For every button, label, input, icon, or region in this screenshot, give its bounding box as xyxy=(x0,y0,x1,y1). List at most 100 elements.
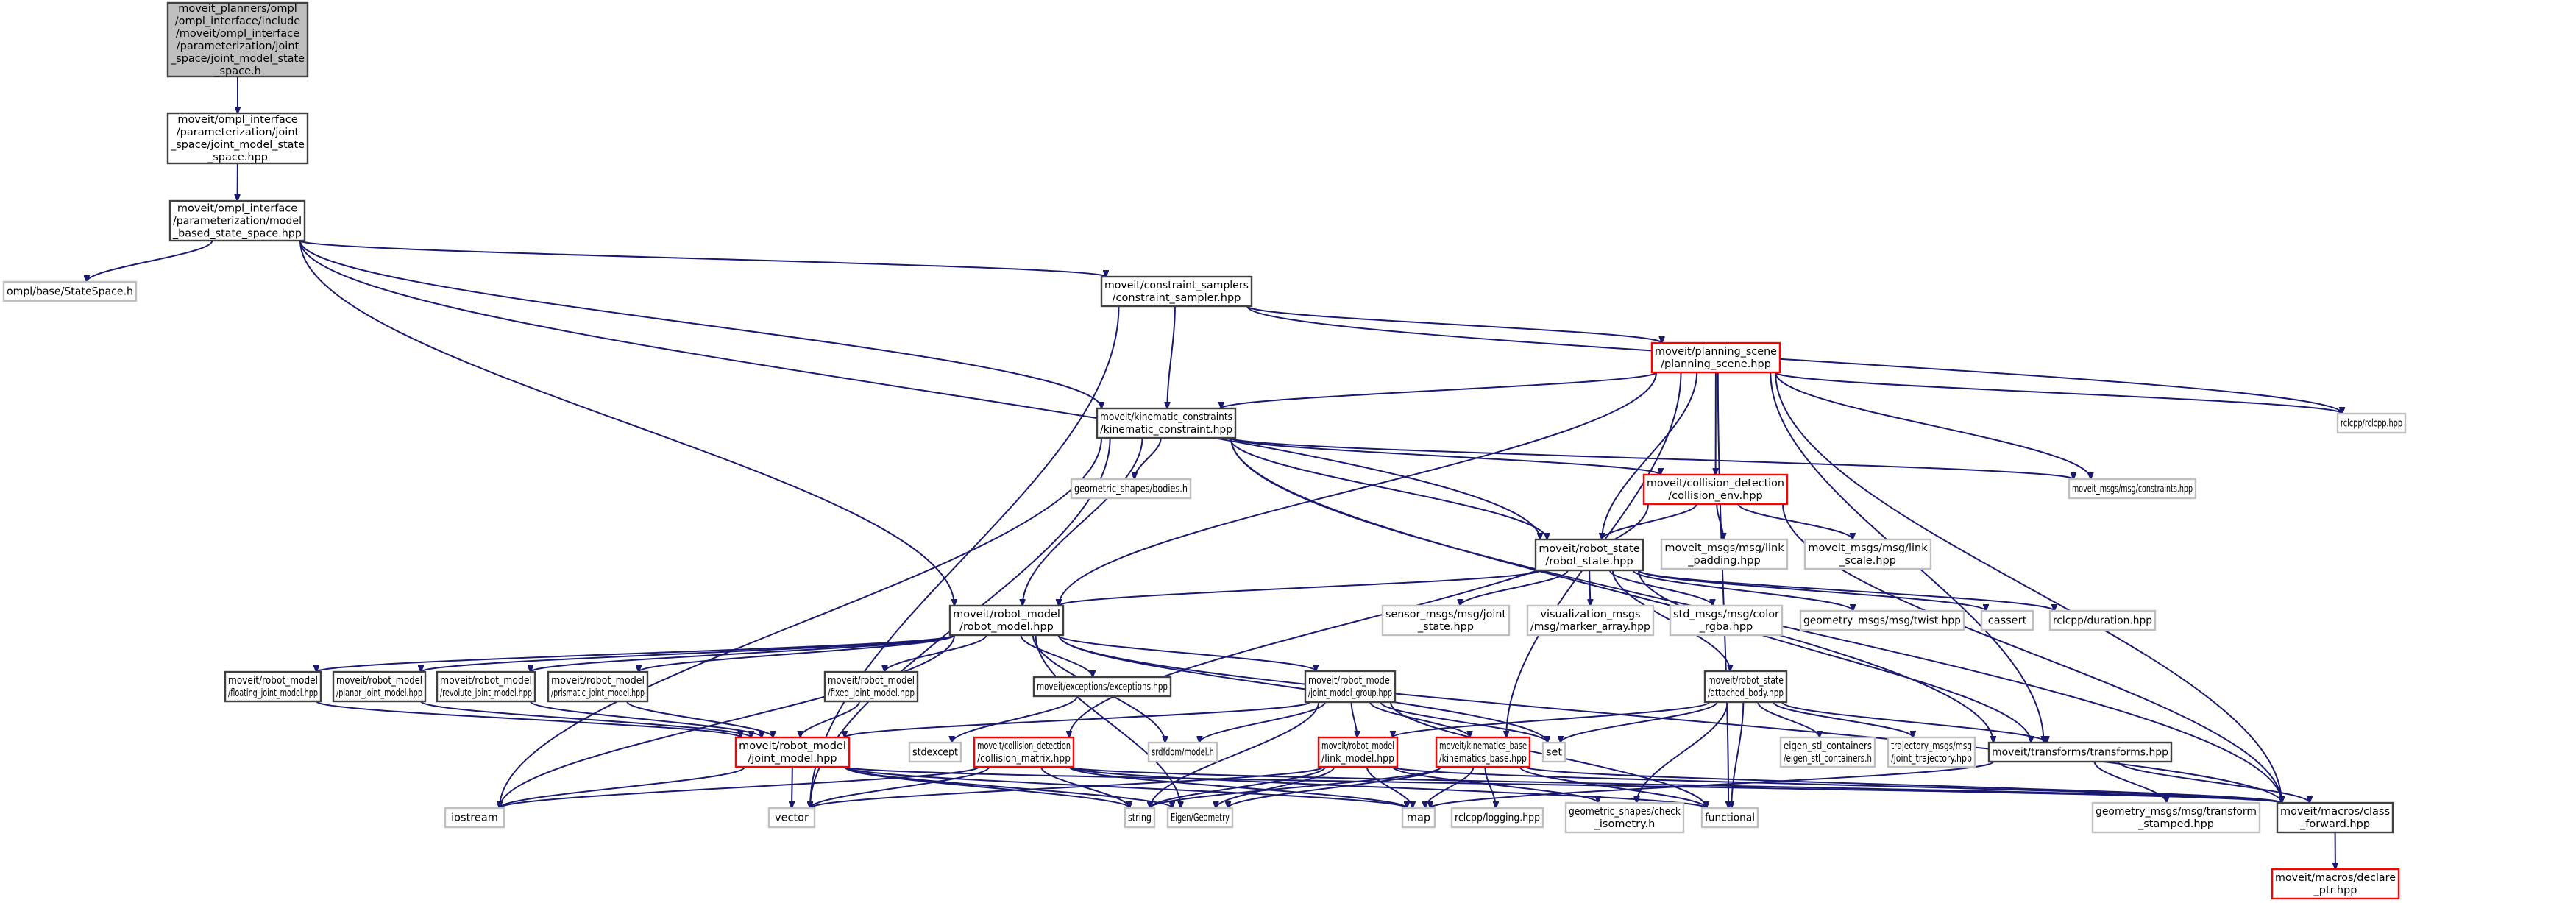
node-box[interactable] xyxy=(1541,741,1566,763)
node-box[interactable] xyxy=(1100,275,1253,308)
graph-node-prismatic-joint[interactable]: moveit/robot_model/prismatic_joint_model… xyxy=(547,670,649,703)
node-box[interactable] xyxy=(767,807,816,829)
node-box[interactable] xyxy=(1032,676,1172,698)
node-box[interactable] xyxy=(1317,736,1399,768)
node-box[interactable] xyxy=(1381,604,1511,637)
node-box[interactable] xyxy=(1070,478,1192,500)
node-box[interactable] xyxy=(168,199,306,242)
node-box[interactable] xyxy=(1124,807,1156,829)
graph-node-robot-state[interactable]: moveit/robot_state/robot_state.hpp xyxy=(1534,538,1644,572)
node-box[interactable] xyxy=(823,670,919,703)
node-box[interactable] xyxy=(1526,604,1655,637)
graph-node-ompl-statespace[interactable]: ompl/base/StateSpace.h xyxy=(2,280,138,302)
graph-node-marker-array[interactable]: visualization_msgs/msg/marker_array.hpp xyxy=(1526,604,1655,637)
graph-node-vector[interactable]: vector xyxy=(767,807,816,829)
node-box[interactable] xyxy=(2091,801,2261,834)
graph-node-exceptions[interactable]: moveit/exceptions/exceptions.hpp xyxy=(1032,676,1172,698)
graph-node-constraint-sampler[interactable]: moveit/constraint_samplers/constraint_sa… xyxy=(1100,275,1253,308)
node-box[interactable] xyxy=(224,670,322,703)
graph-node-string[interactable]: string xyxy=(1124,807,1156,829)
graph-node-mbss-hpp[interactable]: moveit/ompl_interface/parameterization/m… xyxy=(168,199,306,242)
graph-node-collision-matrix[interactable]: moveit/collision_detection/collision_mat… xyxy=(973,736,1075,768)
graph-node-color-rgba[interactable]: std_msgs/msg/color_rgba.hpp xyxy=(1669,604,1784,637)
node-box[interactable] xyxy=(1650,341,1781,374)
node-box[interactable] xyxy=(436,670,536,703)
graph-node-kinematics-base[interactable]: moveit/kinematics_base/kinematics_base.h… xyxy=(1435,736,1531,768)
node-box[interactable] xyxy=(1887,736,1976,768)
graph-node-revolute-joint[interactable]: moveit/robot_model/revolute_joint_model.… xyxy=(436,670,536,703)
node-box[interactable] xyxy=(948,604,1065,637)
graph-node-logging[interactable]: rclcpp/logging.hpp xyxy=(1450,807,1544,829)
graph-node-joint-model[interactable]: moveit/robot_model/joint_model.hpp xyxy=(734,736,851,768)
graph-node-floating-joint[interactable]: moveit/robot_model/floating_joint_model.… xyxy=(224,670,322,703)
node-box[interactable] xyxy=(166,112,309,165)
node-box[interactable] xyxy=(1803,538,1932,570)
node-box[interactable] xyxy=(1534,538,1644,572)
node-box[interactable] xyxy=(973,736,1075,768)
node-box[interactable] xyxy=(1401,807,1436,829)
node-box[interactable] xyxy=(332,670,427,703)
graph-node-transforms[interactable]: moveit/transforms/transforms.hpp xyxy=(1987,741,2173,763)
graph-node-iostream[interactable]: iostream xyxy=(444,807,505,829)
node-box[interactable] xyxy=(166,1,309,78)
node-box[interactable] xyxy=(2068,478,2197,500)
graph-node-kinematic-constraint[interactable]: moveit/kinematic_constraints/kinematic_c… xyxy=(1096,407,1237,439)
node-box[interactable] xyxy=(1096,407,1237,439)
graph-node-declare-ptr[interactable]: moveit/macros/declare_ptr.hpp xyxy=(2271,868,2400,900)
node-box[interactable] xyxy=(1660,538,1789,570)
graph-node-fixed-joint[interactable]: moveit/robot_model/fixed_joint_model.hpp xyxy=(823,670,919,703)
graph-node-link-scale[interactable]: moveit_msgs/msg/link_scale.hpp xyxy=(1803,538,1932,570)
node-box[interactable] xyxy=(2336,412,2407,434)
graph-node-robot-model[interactable]: moveit/robot_model/robot_model.hpp xyxy=(948,604,1065,637)
node-box[interactable] xyxy=(1799,609,1965,631)
graph-node-map[interactable]: map xyxy=(1401,807,1436,829)
graph-node-check-isometry[interactable]: geometric_shapes/check_isometry.h xyxy=(1564,801,1685,834)
graph-node-planar-joint[interactable]: moveit/robot_model/planar_joint_model.hp… xyxy=(332,670,427,703)
node-box[interactable] xyxy=(1166,807,1234,829)
graph-node-twist[interactable]: geometry_msgs/msg/twist.hpp xyxy=(1799,609,1965,631)
node-box[interactable] xyxy=(1987,741,2173,763)
node-box[interactable] xyxy=(1564,801,1685,834)
node-box[interactable] xyxy=(2048,609,2157,631)
graph-node-link-model[interactable]: moveit/robot_model/link_model.hpp xyxy=(1317,736,1399,768)
node-box[interactable] xyxy=(2276,801,2394,834)
node-box[interactable] xyxy=(444,807,505,829)
graph-node-bodies[interactable]: geometric_shapes/bodies.h xyxy=(1070,478,1192,500)
graph-node-eigen-geometry[interactable]: Eigen/Geometry xyxy=(1166,807,1234,829)
graph-node-jmss-hpp[interactable]: moveit/ompl_interface/parameterization/j… xyxy=(166,112,309,165)
node-box[interactable] xyxy=(1980,609,2034,631)
graph-node-planning-scene[interactable]: moveit/planning_scene/planning_scene.hpp xyxy=(1650,341,1781,374)
graph-node-attached-body[interactable]: moveit/robot_state/attached_body.hpp xyxy=(1703,670,1788,704)
graph-node-rclcpp[interactable]: rclcpp/rclcpp.hpp xyxy=(2336,412,2407,434)
node-box[interactable] xyxy=(1642,473,1789,506)
graph-node-joint-trajectory[interactable]: trajectory_msgs/msg/joint_trajectory.hpp xyxy=(1887,736,1976,768)
graph-node-joint-model-group[interactable]: moveit/robot_model/joint_model_group.hpp xyxy=(1304,670,1397,704)
node-box[interactable] xyxy=(1779,736,1876,768)
graph-node-eigen-stl[interactable]: eigen_stl_containers/eigen_stl_container… xyxy=(1779,736,1876,768)
graph-node-cassert[interactable]: cassert xyxy=(1980,609,2034,631)
node-box[interactable] xyxy=(1703,670,1788,704)
graph-node-transform-stamped[interactable]: geometry_msgs/msg/transform_stamped.hpp xyxy=(2091,801,2261,834)
node-box[interactable] xyxy=(1147,741,1218,763)
graph-node-stdexcept[interactable]: stdexcept xyxy=(908,741,962,763)
graph-node-class-forward[interactable]: moveit/macros/class_forward.hpp xyxy=(2276,801,2394,834)
node-box[interactable] xyxy=(547,670,649,703)
graph-node-joint-state[interactable]: sensor_msgs/msg/joint_state.hpp xyxy=(1381,604,1511,637)
graph-node-root[interactable]: moveit_planners/ompl/ompl_interface/incl… xyxy=(166,1,309,78)
node-box[interactable] xyxy=(1450,807,1544,829)
node-box[interactable] xyxy=(2271,868,2400,900)
graph-node-collision-env[interactable]: moveit/collision_detection/collision_env… xyxy=(1642,473,1789,506)
node-box[interactable] xyxy=(1700,807,1759,829)
graph-node-set[interactable]: set xyxy=(1541,741,1566,763)
graph-node-link-padding[interactable]: moveit_msgs/msg/link_padding.hpp xyxy=(1660,538,1789,570)
node-box[interactable] xyxy=(1435,736,1531,768)
node-box[interactable] xyxy=(908,741,962,763)
node-box[interactable] xyxy=(734,736,851,768)
graph-node-srdf-model[interactable]: srdfdom/model.h xyxy=(1147,741,1218,763)
node-box[interactable] xyxy=(1669,604,1784,637)
node-box[interactable] xyxy=(1304,670,1397,704)
graph-node-functional[interactable]: functional xyxy=(1700,807,1759,829)
graph-node-duration[interactable]: rclcpp/duration.hpp xyxy=(2048,609,2157,631)
graph-node-constraints-msg[interactable]: moveit_msgs/msg/constraints.hpp xyxy=(2068,478,2197,500)
node-box[interactable] xyxy=(2,280,138,302)
